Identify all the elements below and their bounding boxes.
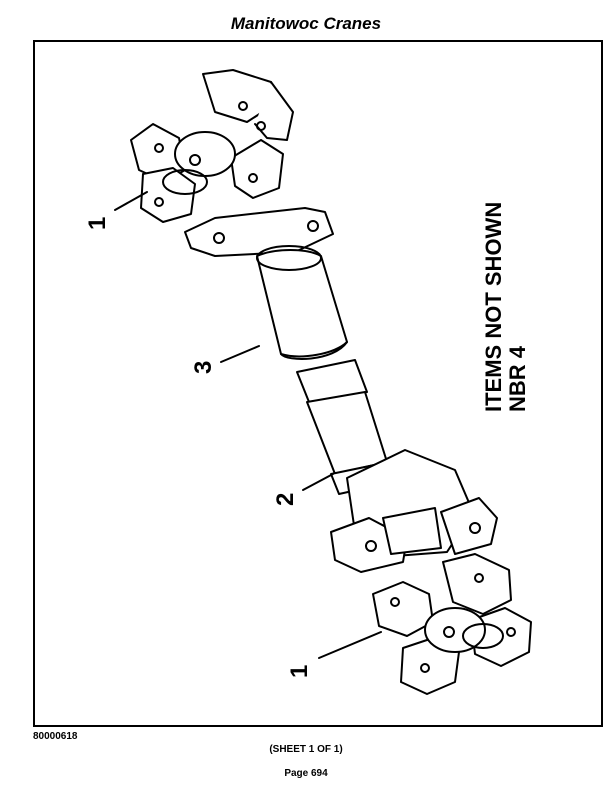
callout-1-top: 1	[84, 217, 111, 230]
universal-joint-bottom	[372, 553, 532, 695]
callout-2: 2	[272, 493, 299, 506]
leader-line-3	[220, 345, 260, 363]
leader-line-2	[302, 473, 334, 491]
document-number: 80000618	[33, 731, 78, 742]
driveshaft-assembly-drawing: 1 3 2 1 ITEMS NOT SHOWN NBR 4	[84, 69, 532, 695]
slip-yoke	[330, 449, 498, 573]
callout-1-bottom: 1	[286, 665, 313, 678]
items-not-shown-note: ITEMS NOT SHOWN	[481, 202, 506, 412]
drawing-frame: 1 3 2 1 ITEMS NOT SHOWN NBR 4	[33, 40, 603, 727]
page-number: Page 694	[284, 768, 328, 779]
universal-joint-top	[130, 69, 294, 223]
leader-line-1-top	[114, 191, 148, 211]
sheet-indicator: (SHEET 1 OF 1)	[269, 744, 343, 755]
leader-line-1-bottom	[318, 631, 382, 659]
tube-end-yoke	[184, 207, 334, 257]
callout-3: 3	[190, 361, 217, 374]
nbr-4-note: NBR 4	[505, 345, 530, 412]
tube-section	[256, 245, 368, 403]
page-header-title: Manitowoc Cranes	[230, 14, 382, 33]
